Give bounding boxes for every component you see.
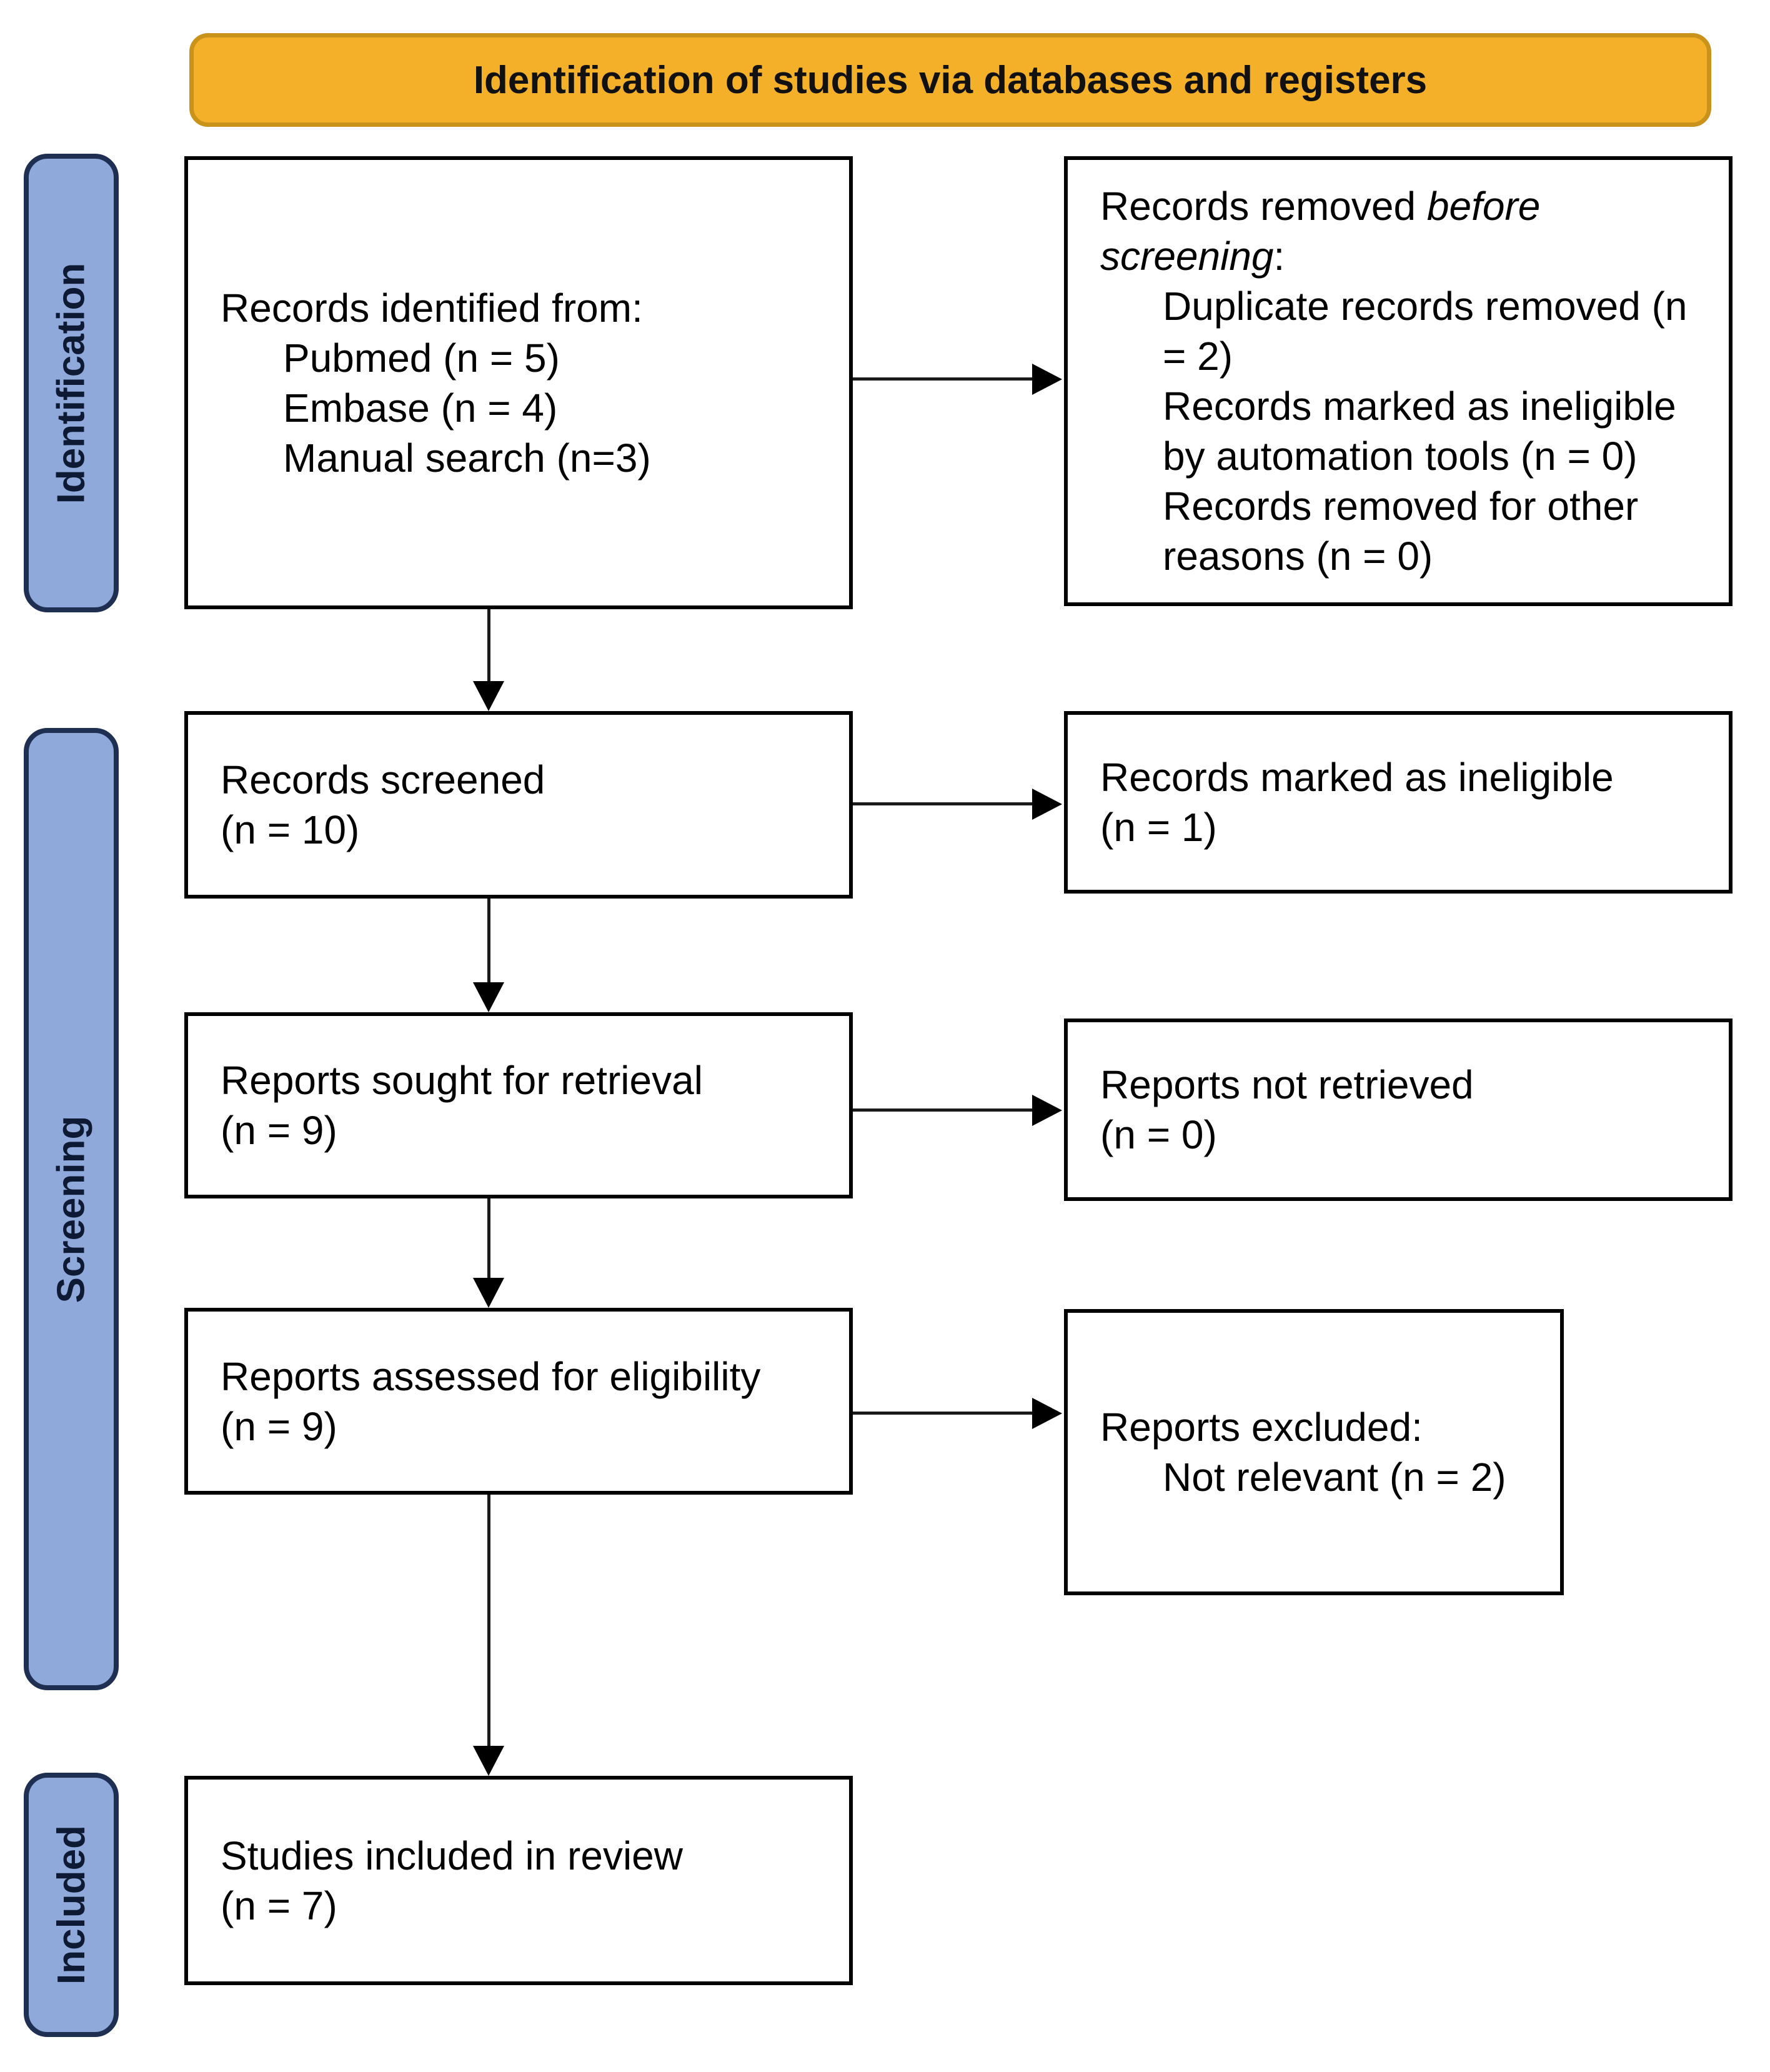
arrow-sought-to-assessed-line: [487, 1198, 490, 1280]
box-records-identified-item: Manual search (n=3): [283, 435, 651, 481]
box-records-removed-heading-prefix: Records removed: [1100, 184, 1427, 229]
box-studies-included-line2: (n = 7): [221, 1883, 337, 1928]
box-reports-excluded-heading: Reports excluded:: [1100, 1405, 1423, 1450]
box-reports-excluded-item: Not relevant (n = 2): [1163, 1455, 1506, 1500]
box-reports-sought-line1: Reports sought for retrieval: [221, 1058, 703, 1103]
box-records-identified-item: Pubmed (n = 5): [283, 335, 560, 381]
box-records-ineligible-line2: (n = 1): [1100, 805, 1217, 850]
box-reports-assessed: Reports assessed for eligibility (n = 9): [184, 1308, 853, 1495]
box-records-removed: Records removed before screening: Duplic…: [1064, 156, 1733, 606]
banner: Identification of studies via databases …: [189, 33, 1711, 127]
box-records-identified-item: Embase (n = 4): [283, 385, 558, 431]
arrow-identified-to-screened-line: [487, 609, 490, 683]
arrow-screened-to-ineligible-head: [1032, 789, 1062, 820]
box-reports-assessed-line1: Reports assessed for eligibility: [221, 1353, 761, 1399]
box-studies-included-line1: Studies included in review: [221, 1833, 683, 1878]
box-records-screened-line2: (n = 10): [221, 807, 360, 852]
arrow-identified-to-removed-head: [1032, 364, 1062, 395]
box-records-removed-heading: Records removed before screening:: [1100, 181, 1704, 281]
stage-label-identification-text: Identification: [49, 262, 93, 504]
box-reports-not-retrieved-line2: (n = 0): [1100, 1112, 1217, 1157]
box-records-ineligible-line1: Records marked as ineligible: [1100, 755, 1614, 800]
box-reports-assessed-line2: (n = 9): [221, 1403, 337, 1449]
stage-label-identification: Identification: [24, 154, 119, 612]
stage-label-included-text: Included: [49, 1825, 93, 1985]
arrow-assessed-to-excluded-line: [853, 1412, 1033, 1415]
stage-label-screening-text: Screening: [49, 1115, 93, 1303]
box-records-screened-line1: Records screened: [221, 757, 545, 802]
arrow-sought-to-not-retrieved-line: [853, 1108, 1033, 1112]
arrow-assessed-to-excluded-head: [1032, 1398, 1062, 1429]
stage-label-screening: Screening: [24, 728, 119, 1690]
box-records-removed-item: Duplicate records removed (n = 2): [1163, 284, 1688, 379]
box-reports-not-retrieved-line1: Reports not retrieved: [1100, 1062, 1474, 1107]
box-reports-not-retrieved: Reports not retrieved (n = 0): [1064, 1019, 1733, 1201]
arrow-screened-to-sought-head: [473, 982, 504, 1012]
banner-title: Identification of studies via databases …: [473, 58, 1428, 102]
arrow-identified-to-removed-line: [853, 377, 1033, 381]
arrow-identified-to-screened-head: [473, 681, 504, 711]
box-reports-sought: Reports sought for retrieval (n = 9): [184, 1012, 853, 1198]
box-reports-sought-line2: (n = 9): [221, 1108, 337, 1153]
box-records-removed-heading-italic: before screening: [1100, 184, 1541, 279]
arrow-screened-to-sought-line: [487, 899, 490, 984]
stage-label-included: Included: [24, 1773, 119, 2037]
box-reports-excluded: Reports excluded: Not relevant (n = 2): [1064, 1309, 1564, 1595]
box-records-removed-item: Records marked as ineligible by automati…: [1163, 384, 1676, 479]
arrow-assessed-to-included-line: [487, 1495, 490, 1748]
arrow-sought-to-assessed-head: [473, 1278, 504, 1308]
box-records-identified: Records identified from: Pubmed (n = 5) …: [184, 156, 853, 609]
box-records-screened: Records screened (n = 10): [184, 711, 853, 899]
box-studies-included: Studies included in review (n = 7): [184, 1776, 853, 1985]
arrow-assessed-to-included-head: [473, 1746, 504, 1776]
arrow-sought-to-not-retrieved-head: [1032, 1095, 1062, 1126]
box-records-ineligible: Records marked as ineligible (n = 1): [1064, 711, 1733, 894]
box-records-removed-heading-suffix: :: [1273, 234, 1285, 279]
box-records-removed-item: Records removed for other reasons (n = 0…: [1163, 484, 1639, 579]
box-records-identified-heading: Records identified from:: [221, 285, 643, 331]
arrow-screened-to-ineligible-line: [853, 802, 1033, 805]
